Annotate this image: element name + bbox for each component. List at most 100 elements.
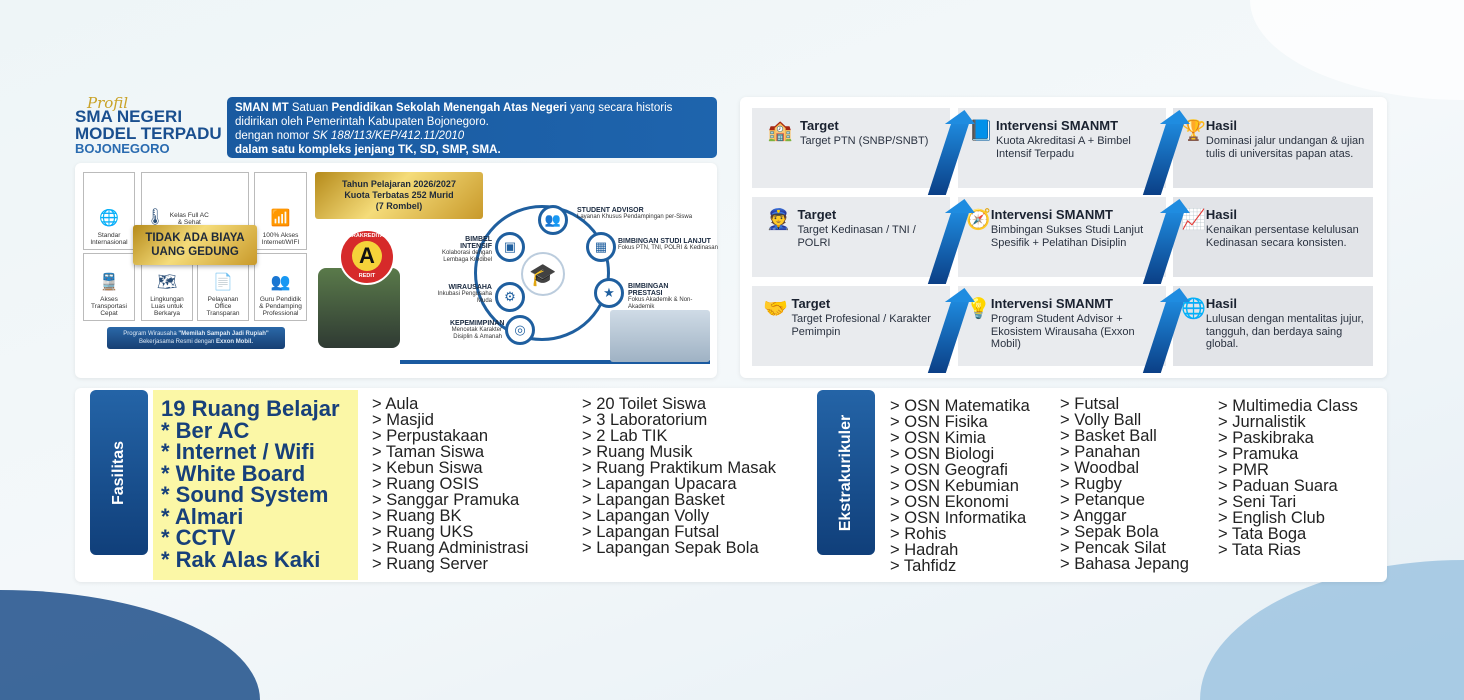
feature-label: Standar Internasional [90, 232, 128, 246]
list-item: Woodbal [1060, 460, 1189, 477]
classroom-box: 19 Ruang Belajar* Ber AC* Internet / Wif… [153, 390, 358, 580]
feature-label: 100% Akses Internet/WIFI [261, 232, 300, 246]
service-title: KEPEMIMPINAN [450, 320, 505, 327]
ekskul-tab: Ekstrakurikuler [817, 390, 875, 555]
target-text: Target Profesional / Karakter Pemimpin [791, 313, 931, 338]
quota-text: (7 Rombel) [375, 201, 423, 211]
hasil-text: Dominasi jalur undangan & ujian tulis di… [1205, 135, 1365, 160]
feature-transport: 🚆 Akses Transportasi Cepat [83, 253, 135, 321]
target-heading: Target [797, 207, 837, 222]
train-icon: 🚆 [99, 274, 119, 291]
globe-icon: 🌐 [99, 210, 119, 227]
feature-label: Akses Transportasi Cepat [91, 296, 127, 317]
list-item: Ruang BK [372, 508, 528, 525]
list-item: Multimedia Class [1218, 398, 1358, 415]
list-item: Pramuka [1218, 446, 1358, 463]
classroom-title: 19 Ruang Belajar [161, 396, 340, 421]
list-item: OSN Ekonomi [890, 494, 1030, 511]
list-item: Ruang Server [372, 556, 528, 573]
list-item: Ruang Musik [582, 444, 776, 461]
list-item: Sepak Bola [1060, 524, 1189, 541]
list-item: Sanggar Pramuka [372, 492, 528, 509]
fasilitas-list-1: AulaMasjidPerpustakaanTaman SiswaKebun S… [372, 396, 528, 573]
list-item: Basket Ball [1060, 428, 1189, 445]
blueprint-icon: 🗺 [156, 274, 178, 291]
target-text: Target PTN (SNBP/SNBT) [800, 135, 929, 147]
wirausaha-icon: ⚙ [495, 282, 525, 312]
list-item: Lapangan Upacara [582, 476, 776, 493]
hasil-heading: Hasil [1205, 296, 1237, 311]
teacher-icon: 👥 [270, 274, 291, 291]
police-cap-icon: 👮 [766, 209, 792, 231]
decor-curve [1250, 0, 1464, 100]
target-heading: Target [791, 296, 831, 311]
decor-curve [0, 590, 260, 700]
list-item: OSN Informatika [890, 510, 1030, 527]
divider [400, 360, 710, 364]
intro-box: SMAN MT Satuan Pendidikan Sekolah Meneng… [227, 97, 717, 158]
program-text: "Memilah Sampah Jadi Rupiah" [178, 331, 269, 337]
list-item: Paskibraka [1218, 430, 1358, 447]
student-advisor-icon: 👥 [538, 205, 568, 235]
accreditation-bottom-text: REDIT [358, 273, 376, 279]
list-item: 20 Toilet Siswa [582, 396, 776, 413]
program-banner: Program Wirausaha "Memilah Sampah Jadi R… [107, 327, 285, 349]
list-item: Anggar [1060, 508, 1189, 525]
program-text: Program Wirausaha [123, 331, 179, 337]
feature-guru: 👥Guru Pendidik & Pendamping Professional [254, 253, 307, 321]
feature-label: Lingkungan Luas untuk Berkarya [150, 296, 184, 317]
list-item: OSN Matematika [890, 398, 1030, 415]
fasilitas-tab: Fasilitas [90, 390, 148, 555]
list-item: Futsal [1060, 396, 1189, 413]
list-item: Tahfidz [890, 558, 1030, 575]
service-desc: Fokus Akademik & Non-Akademik [628, 297, 693, 310]
intro-text: Satuan [288, 102, 332, 114]
service-desc: Mencetak Karakter Disiplin & Amanah [451, 327, 502, 340]
intervensi-heading: Intervensi SMANMT [990, 296, 1113, 311]
list-item: Bahasa Jepang [1060, 556, 1189, 573]
classroom-photo [610, 310, 710, 362]
intervensi-text: Kuota Akreditasi A + Bimbel Intensif Ter… [996, 135, 1131, 160]
list-item: OSN Geografi [890, 462, 1030, 479]
list-item: Panahan [1060, 444, 1189, 461]
compass-icon: 🧭 [966, 209, 991, 231]
service-title: BIMBINGAN PRESTASI [628, 283, 669, 297]
list-item: Jurnalistik [1218, 414, 1358, 431]
list-item: OSN Fisika [890, 414, 1030, 431]
kepemimpinan-icon: ◎ [505, 315, 535, 345]
quota-text: Kuota Terbatas 252 Murid [344, 190, 454, 200]
list-item: Tata Boga [1218, 526, 1358, 543]
list-item: Masjid [372, 412, 528, 429]
graduate-icon: 🎓 [521, 252, 565, 296]
school-icon: 🏫 [767, 120, 793, 142]
list-item: Ruang OSIS [372, 476, 528, 493]
trophy-icon: 🏆 [1181, 120, 1206, 142]
hasil-text: Lulusan dengan mentalitas jujur, tangguh… [1205, 313, 1364, 350]
ekskul-list-3: Multimedia ClassJurnalistikPaskibrakaPra… [1218, 398, 1358, 559]
service-desc: Kolaborasi dengan Lembaga Kredibel [441, 250, 492, 263]
accreditation-top-text: TERAKREDITASI [344, 233, 390, 239]
sk-number: SK 188/113/KEP/412.11/2010 [312, 130, 465, 142]
list-item: OSN Kimia [890, 430, 1030, 447]
fasilitas-list-2: 20 Toilet Siswa3 Laboratorium2 Lab TIKRu… [582, 396, 776, 557]
intro-text: yang secara historis [566, 102, 673, 114]
feature-wifi: 📶100% Akses Internet/WIFI [254, 172, 307, 250]
classroom-feature: * Internet / Wifi [161, 439, 315, 464]
list-item: 3 Laboratorium [582, 412, 776, 429]
ekskul-list-2: FutsalVolly BallBasket BallPanahanWoodba… [1060, 396, 1189, 573]
program-text: Bekerjasama Resmi dengan [138, 339, 217, 345]
hasil-heading: Hasil [1205, 118, 1237, 133]
book-icon: 📘 [968, 120, 994, 142]
service-title: STUDENT ADVISOR [577, 207, 644, 214]
no-fee-text: TIDAK ADA BIAYA [145, 232, 245, 244]
thermometer-icon: 🌡 [145, 208, 166, 226]
